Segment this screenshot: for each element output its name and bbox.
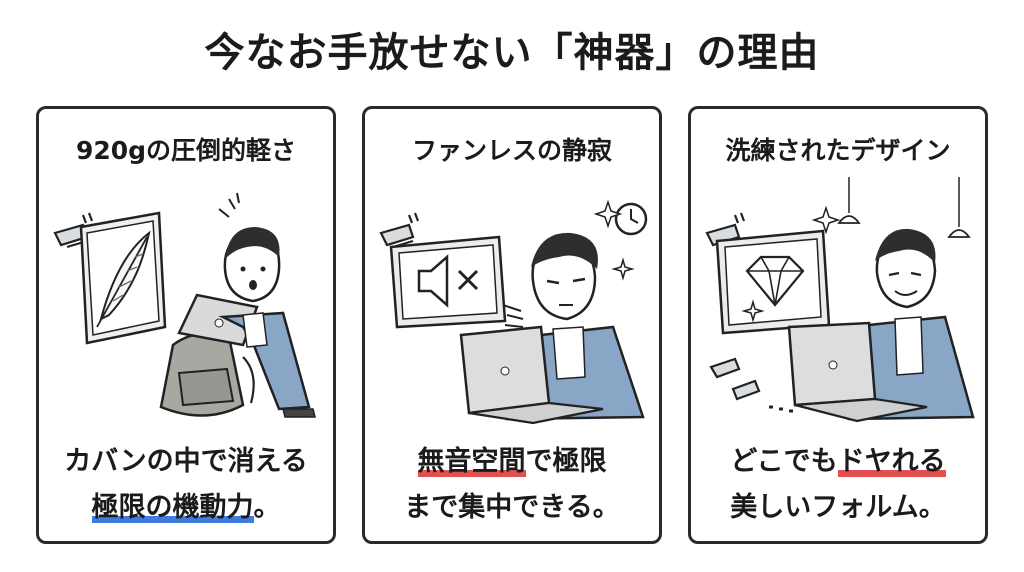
backpack-icon xyxy=(159,332,255,417)
onomatopoeia-go-glyph xyxy=(53,212,94,249)
caption-line2: 極限の機動力。 xyxy=(39,485,333,524)
caption-highlight: 無音空間 xyxy=(417,446,526,477)
person-illustration xyxy=(218,227,316,418)
panel-illustration xyxy=(53,192,316,418)
panel-heading: ファンレスの静寂 xyxy=(411,136,612,165)
mute-speaker-icon xyxy=(389,235,507,329)
lamp-icon xyxy=(837,177,971,238)
laptop-icon xyxy=(459,325,604,425)
laptop-icon xyxy=(787,321,928,423)
caption-rest: 。 xyxy=(253,492,281,523)
caption-line1: カバンの中で消える xyxy=(64,446,308,477)
onomatopoeia-go-glyph xyxy=(709,357,793,413)
caption-pre: どこでも xyxy=(730,446,838,477)
caption-line1: どこでもドヤれる xyxy=(691,439,985,478)
laptop-icon xyxy=(177,293,259,347)
caption-line1: 無音空間で極限 xyxy=(365,439,659,478)
panel-fanless: ファンレスの静寂 xyxy=(362,106,662,544)
panel-design: 洗練されたデザイン xyxy=(688,106,988,544)
page-title: 今なお手放せない「神器」の理由 xyxy=(204,30,820,76)
panel-illustration xyxy=(379,199,648,425)
person-illustration xyxy=(847,228,975,421)
panel-lightweight: 920gの圧倒的軽さ xyxy=(36,106,336,544)
caption-line2: まで集中できる。 xyxy=(404,492,620,523)
clock-icon xyxy=(614,202,648,236)
caption-line2: 美しいフォルム。 xyxy=(730,492,946,523)
sparkle-icon xyxy=(593,199,635,281)
panel-heading: 洗練されたデザイン xyxy=(725,136,951,165)
caption-highlight: 極限の機動力 xyxy=(91,492,254,523)
panel-heading: 920gの圧倒的軽さ xyxy=(75,136,297,165)
caption-highlight: ドヤれる xyxy=(837,446,946,477)
diamond-icon xyxy=(715,229,831,335)
caption-rest: で極限 xyxy=(525,446,607,477)
panel-illustration xyxy=(705,177,975,423)
feather-icon xyxy=(79,211,167,345)
onomatopoeia-go-glyph xyxy=(379,212,420,249)
